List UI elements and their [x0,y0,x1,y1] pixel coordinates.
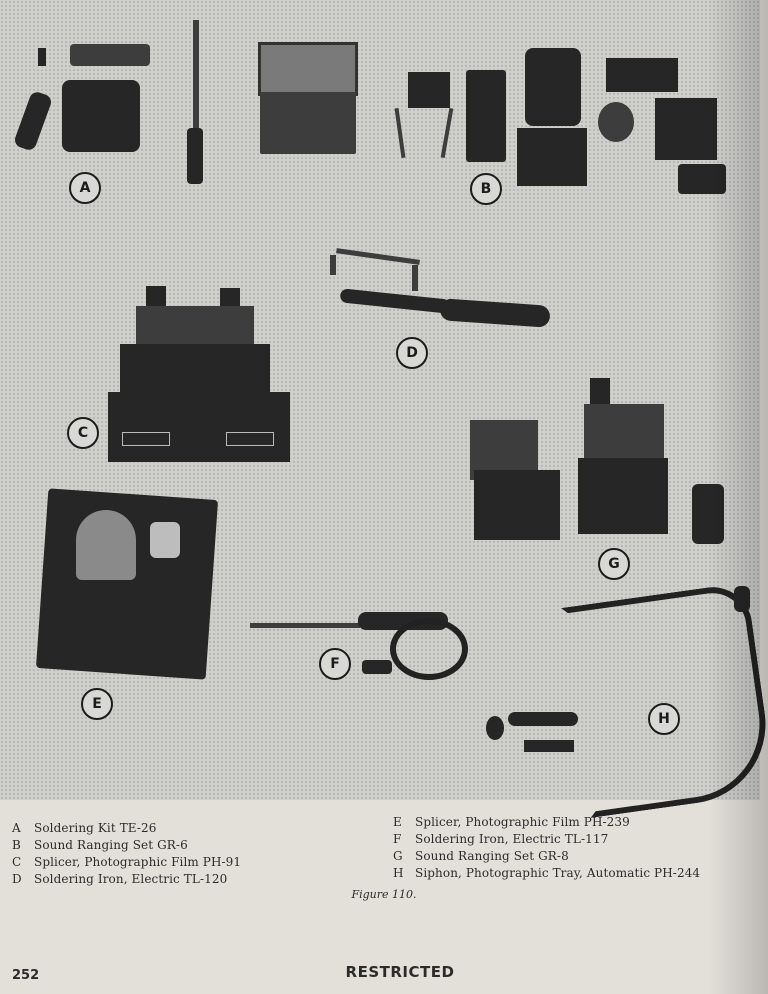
legend-item: A Soldering Kit TE-26 [12,820,241,837]
legend-item: G Sound Ranging Set GR-8 [393,848,700,865]
legend-item: F Soldering Iron, Electric TL-117 [393,831,700,848]
legend-key: B [12,838,21,852]
equipment-photograph: A B C D E F G H [0,0,768,818]
legend-label: Siphon, Photographic Tray, Automatic PH-… [415,866,701,880]
legend-key: A [12,821,21,835]
callout-a: A [69,172,101,204]
legend-label: Soldering Iron, Electric TL-120 [34,872,228,886]
callout-b: B [470,173,502,205]
legend-key: G [393,849,403,863]
legend-item: B Sound Ranging Set GR-6 [12,837,241,854]
page-edge-shadow [708,0,768,994]
callout-h: H [648,703,680,735]
legend-item: E Splicer, Photographic Film PH-239 [393,814,700,831]
legend-item: H Siphon, Photographic Tray, Automatic PH… [393,865,700,882]
legend-key: D [12,872,22,886]
legend-key: H [393,866,404,880]
figure-title: Figure 110. [351,888,417,901]
legend-item: D Soldering Iron, Electric TL-120 [12,871,241,888]
legend-label: Splicer, Photographic Film PH-91 [34,855,242,869]
callout-e: E [81,688,113,720]
legend-label: Sound Ranging Set GR-6 [34,838,188,852]
callout-d: D [396,337,428,369]
legend-key: F [393,832,402,846]
page-number: 252 [12,968,40,983]
legend-key: C [12,855,22,869]
legend-label: Splicer, Photographic Film PH-239 [415,815,630,829]
callout-c: C [67,417,99,449]
legend-label: Soldering Kit TE-26 [34,821,157,835]
classification-marking: RESTRICTED [345,963,455,981]
legend-key: E [393,815,402,829]
legend-right-column: E Splicer, Photographic Film PH-239 F Sold… [393,814,700,882]
legend-label: Soldering Iron, Electric TL-117 [415,832,609,846]
legend-label: Sound Ranging Set GR-8 [415,849,569,863]
legend-item: C Splicer, Photographic Film PH-91 [12,854,241,871]
legend-left-column: A Soldering Kit TE-26 B Sound Ranging Set … [12,820,241,888]
callout-f: F [319,648,351,680]
callout-g: G [598,548,630,580]
